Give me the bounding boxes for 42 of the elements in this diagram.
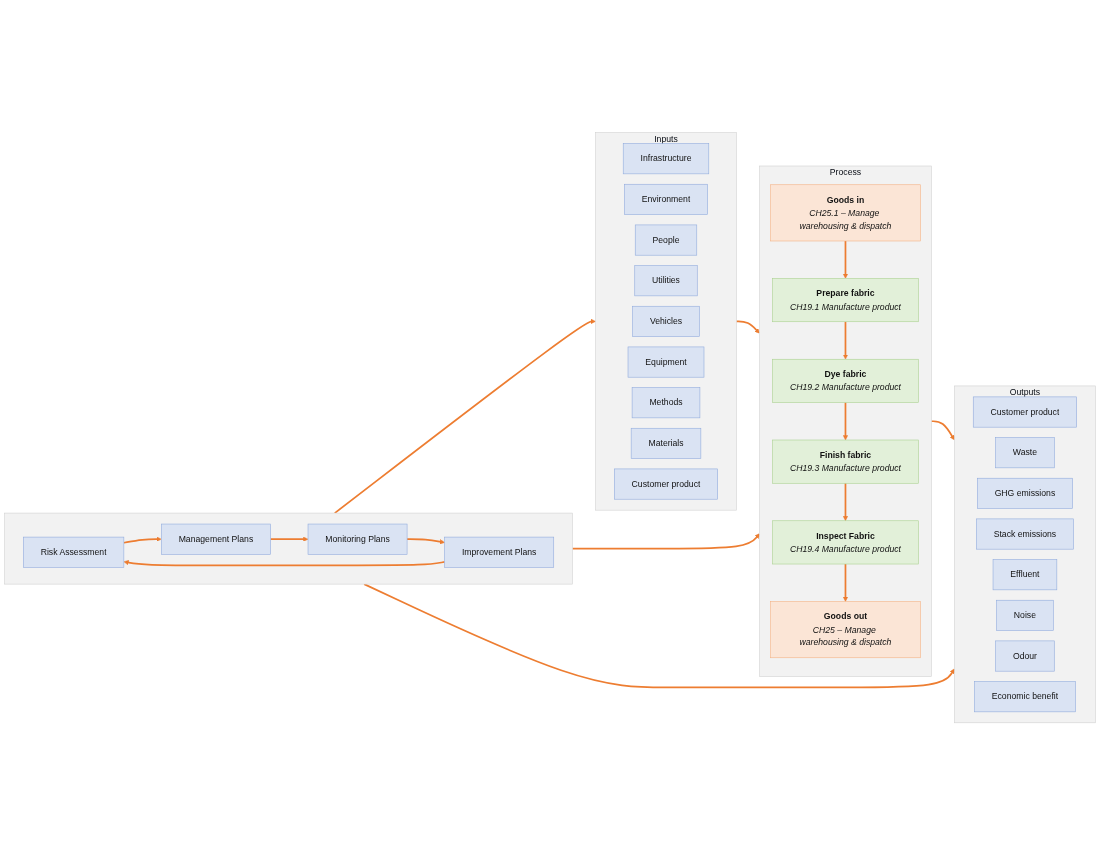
node-box: Odour [995, 640, 1055, 672]
arrow [735, 320, 760, 334]
node-box: Dye fabric CH19.2 Manufacture product [772, 359, 919, 404]
node-box: Materials [630, 428, 702, 460]
node-box: Goods out CH25 – Manage warehousing & dispatch [770, 601, 921, 659]
node-box: Waste [995, 437, 1055, 469]
node-box: Risk Assessment [23, 537, 125, 568]
node-box: Equipment [627, 346, 705, 378]
node-box: Customer product [614, 468, 718, 500]
node-box: Customer product [972, 396, 1077, 428]
node-box: Monitoring Plans [307, 524, 408, 555]
cluster [4, 513, 573, 585]
arrow [123, 560, 446, 567]
node-box: Infrastructure [622, 143, 710, 175]
arrow [842, 321, 848, 360]
node-box: Management Plans [161, 524, 271, 555]
arrow [406, 538, 445, 545]
node-box: Finish fabric CH19.3 Manufacture product [772, 440, 919, 484]
arrow [842, 482, 848, 522]
node-box: Economic benefit [974, 681, 1076, 713]
arrow [842, 240, 848, 279]
arrow [363, 583, 955, 689]
node-box: Effluent [992, 559, 1058, 591]
arrow [842, 563, 848, 603]
node-box: Utilities [634, 265, 698, 297]
arrow [571, 533, 760, 550]
node-box: Vehicles [632, 306, 700, 338]
node-box: People [634, 224, 698, 256]
node-box: Improvement Plans [444, 537, 555, 568]
arrow [269, 536, 309, 542]
arrow [333, 319, 596, 515]
node-box: Environment [624, 184, 708, 216]
node-box: Goods in CH25.1 – Manage warehousing & dispatch [770, 184, 921, 242]
arrow [123, 536, 162, 544]
arrow [930, 420, 955, 441]
node-box: Noise [996, 600, 1054, 632]
node-box: Stack emissions [976, 518, 1074, 550]
node-box: Prepare fabric CH19.1 Manufacture product [772, 278, 919, 323]
node-box: GHG emissions [977, 478, 1073, 510]
arrow [842, 401, 848, 441]
node-box: Inspect Fabric CH19.4 Manufacture product [772, 520, 919, 565]
node-box: Methods [631, 387, 701, 419]
